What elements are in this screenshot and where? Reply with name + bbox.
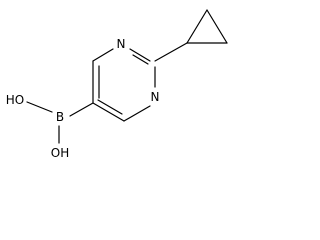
bond-n1-c2-inner [132,54,149,65]
atom-label-n1: N [117,37,126,51]
atom-label-oh-bottom: OH [51,146,69,160]
bond-cp1-cp2 [186,9,208,44]
bond-c4-c5 [92,102,125,122]
cyclopropyl-group [154,9,228,62]
pyrimidine-ring [92,48,156,122]
atom-label-boron: B [56,110,64,124]
bond-boron-oh-top [26,101,53,113]
bond-cp2-cp3 [206,9,228,44]
bond-c2-cyclopropyl [154,42,188,62]
bond-c6-n1 [92,48,114,62]
bond-c4-c5-inner [97,99,123,115]
atom-label-oh-top: HO [6,93,24,107]
boronic-acid-group [26,101,94,144]
atom-label-n3: N [151,90,160,104]
chemical-structure-diagram: N N B HO OH [6,9,228,160]
bond-c5-boron [69,102,94,117]
bond-n3-c4 [123,105,151,122]
bond-n1-c2 [129,48,151,62]
